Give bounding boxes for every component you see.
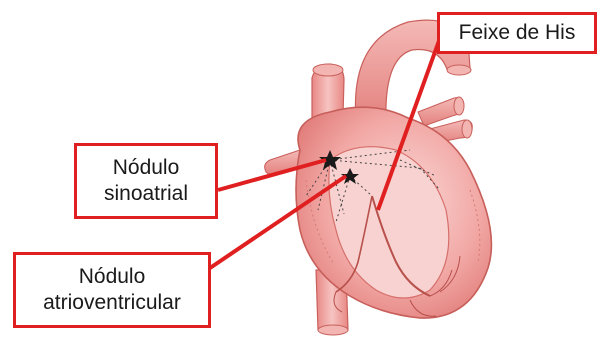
label-bundle-of-his: Feixe de His bbox=[437, 12, 597, 54]
label-bundle-of-his-text: Feixe de His bbox=[459, 20, 576, 46]
label-atrioventricular-node: Nódulo atrioventricular bbox=[13, 252, 211, 328]
label-atrioventricular-line2: atrioventricular bbox=[43, 290, 181, 316]
label-sinoatrial-node: Nódulo sinoatrial bbox=[74, 143, 218, 219]
label-sinoatrial-line1: Nódulo bbox=[113, 155, 180, 181]
label-atrioventricular-line1: Nódulo bbox=[79, 264, 146, 290]
label-sinoatrial-line2: sinoatrial bbox=[104, 181, 188, 207]
